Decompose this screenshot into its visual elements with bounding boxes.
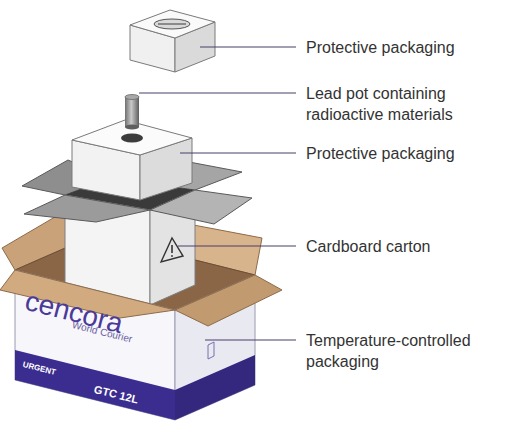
leader-line <box>205 340 296 341</box>
box-band <box>175 355 255 420</box>
leader-line <box>180 153 296 154</box>
carton-flap <box>150 190 252 224</box>
foam-lid <box>130 10 215 38</box>
callout-label: Protective packaging <box>306 37 511 58</box>
callout-label: Temperature-controlled packaging <box>306 330 501 372</box>
lead-pot <box>125 125 139 130</box>
leader-line <box>200 47 296 48</box>
leader-line <box>178 246 296 247</box>
callout-label: Cardboard carton <box>306 236 511 257</box>
warning-symbol <box>171 255 173 257</box>
lead-pot <box>125 95 139 100</box>
callout-label: Lead pot containing radioactive material… <box>306 83 501 125</box>
leader-line <box>139 93 296 94</box>
warning-symbol <box>171 245 173 253</box>
box-flap <box>175 275 282 326</box>
pot-hole <box>121 134 143 143</box>
box-band <box>15 350 175 420</box>
lid-handle <box>154 19 190 29</box>
warning-symbol <box>161 238 183 262</box>
callout-label: Protective packaging <box>306 143 511 164</box>
lid-handle <box>158 23 186 24</box>
orientation-arrows <box>208 342 214 359</box>
lead-pot <box>125 97 139 127</box>
carton-flap <box>24 195 150 222</box>
foam-box <box>72 120 192 155</box>
